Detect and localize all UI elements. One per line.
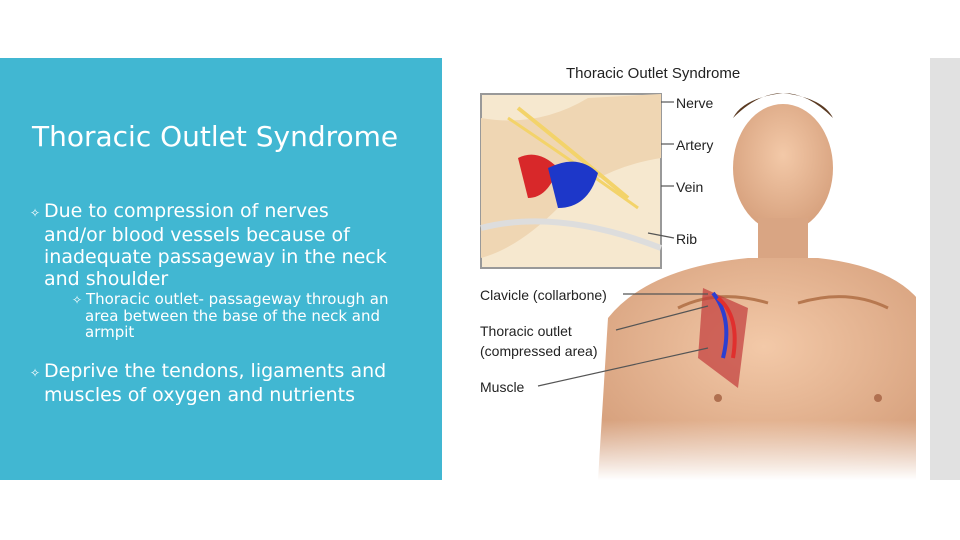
bullet-compression: ✧Due to compression of nerves and/or blo… — [30, 200, 390, 290]
star-bullet-icon: ✧ — [30, 206, 41, 220]
bullet-text: Due to compression of nerves and/or bloo… — [44, 200, 387, 290]
bullet-text: Deprive the tendons, ligaments and muscl… — [44, 360, 387, 406]
label-nerve: Nerve — [676, 95, 714, 111]
thoracic-outlet-illustration: Thoracic Outlet Syndrome Ne — [480, 58, 930, 480]
label-thoracic-outlet: Thoracic outlet — [480, 323, 572, 339]
slide-title: Thoracic Outlet Syndrome — [32, 120, 399, 153]
label-muscle: Muscle — [480, 379, 525, 395]
title-panel — [0, 58, 442, 480]
figure-title: Thoracic Outlet Syndrome — [566, 65, 740, 82]
label-compressed-area: (compressed area) — [480, 343, 598, 359]
label-rib: Rib — [676, 231, 697, 247]
inset-zoom-box — [480, 93, 663, 269]
subbullet-thoracic-outlet: ✧Thoracic outlet- passageway through an … — [72, 291, 402, 340]
subbullet-text: Thoracic outlet- passageway through an a… — [85, 290, 389, 341]
label-artery: Artery — [676, 137, 713, 153]
bullet-deprive: ✧Deprive the tendons, ligaments and musc… — [30, 360, 410, 406]
star-bullet-icon: ✧ — [72, 293, 83, 307]
label-vein: Vein — [676, 179, 703, 195]
side-gray-bar — [930, 58, 960, 480]
star-bullet-icon: ✧ — [30, 366, 41, 380]
label-clavicle: Clavicle (collarbone) — [480, 287, 607, 303]
leader-lines — [537, 101, 709, 387]
